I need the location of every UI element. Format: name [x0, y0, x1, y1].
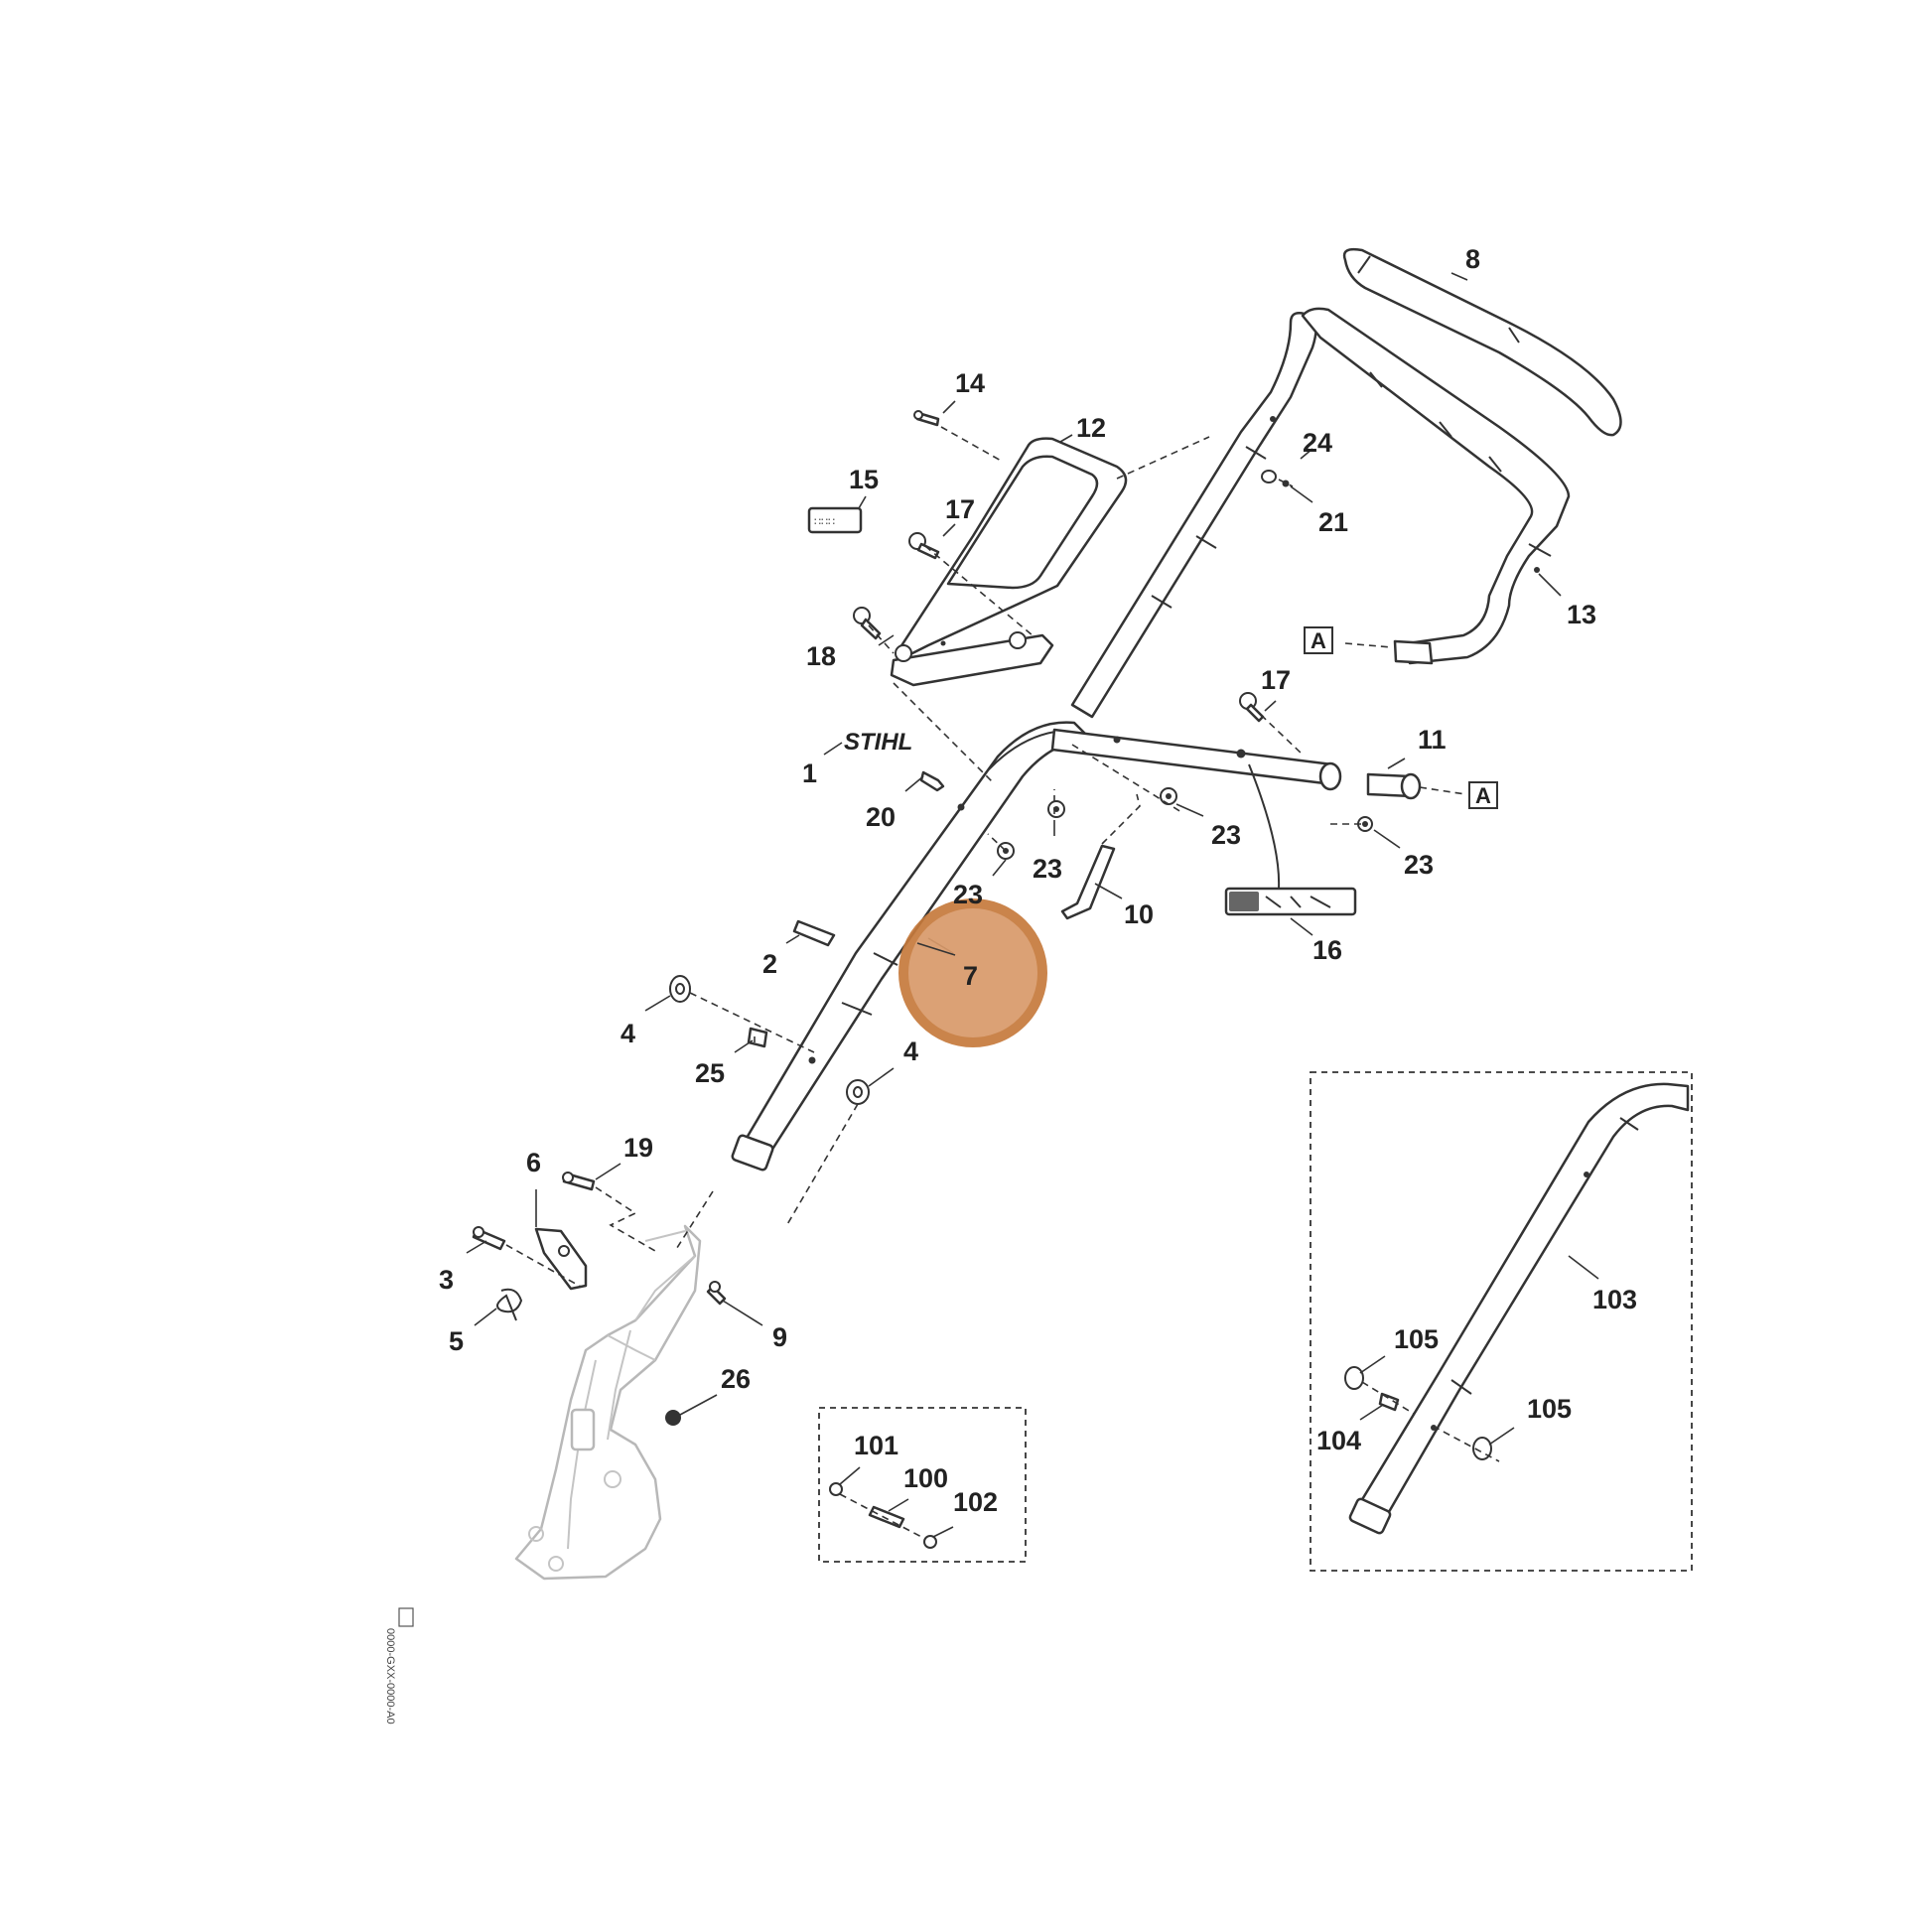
label-23-c[interactable]: 23 [1211, 820, 1241, 850]
label-26[interactable]: 26 [721, 1364, 751, 1394]
label-102[interactable]: 102 [953, 1487, 998, 1517]
stihl-logo: STIHL [844, 729, 912, 756]
drawing-code-box [398, 1607, 414, 1627]
reference-mark-a-right: A [1468, 781, 1498, 809]
part-labels: 8 14 12 24 15 17 21 13 18 17 11 1 20 23 … [439, 244, 1637, 1517]
label-13[interactable]: 13 [1567, 600, 1596, 629]
label-19[interactable]: 19 [623, 1133, 653, 1163]
label-23-d[interactable]: 23 [1404, 850, 1434, 880]
hardware: ∷∷∷ [472, 410, 1492, 1549]
inset-box-handle-103 [1310, 1071, 1693, 1572]
ref-mark-a1-text: A [1311, 628, 1326, 653]
label-10[interactable]: 10 [1124, 899, 1154, 929]
label-4-right[interactable]: 4 [903, 1036, 918, 1066]
inset-box-small [818, 1407, 1027, 1563]
label-101[interactable]: 101 [854, 1431, 898, 1460]
label-2[interactable]: 2 [762, 949, 777, 979]
label-7[interactable]: 7 [963, 961, 978, 991]
label-20[interactable]: 20 [866, 802, 896, 832]
lower-housing [514, 1224, 702, 1581]
label-9[interactable]: 9 [772, 1322, 787, 1352]
label-4-left[interactable]: 4 [621, 1019, 635, 1048]
reference-mark-a-top: A [1304, 626, 1333, 654]
label-12[interactable]: 12 [1076, 413, 1106, 443]
label-17-upper[interactable]: 17 [945, 494, 975, 524]
label-18[interactable]: 18 [806, 641, 836, 671]
label-14[interactable]: 14 [955, 368, 985, 398]
label-5[interactable]: 5 [449, 1326, 464, 1356]
drawing-code: 0000-GXX-0000-A0 [384, 1628, 396, 1725]
label-17-right[interactable]: 17 [1261, 665, 1291, 695]
label-23-b[interactable]: 23 [953, 880, 983, 909]
label-8[interactable]: 8 [1465, 244, 1480, 274]
handle-grip-8 [1342, 247, 1622, 437]
label-3[interactable]: 3 [439, 1265, 454, 1295]
label-100[interactable]: 100 [903, 1463, 948, 1493]
label-24[interactable]: 24 [1303, 428, 1332, 458]
assembly-lines [505, 426, 1500, 1540]
highlight-circle[interactable] [898, 898, 1047, 1047]
handle-upper-frame [1050, 307, 1571, 791]
label-23-a[interactable]: 23 [1033, 854, 1062, 884]
label-25[interactable]: 25 [695, 1058, 725, 1088]
label-104[interactable]: 104 [1316, 1426, 1361, 1455]
label-6[interactable]: 6 [526, 1148, 541, 1177]
cover-12 [890, 437, 1128, 687]
label-1[interactable]: 1 [802, 759, 817, 788]
handle-lower-bar-7 [731, 721, 1092, 1172]
label-105-upper[interactable]: 105 [1394, 1324, 1439, 1354]
leader-lines [466, 272, 1599, 1538]
svg-text:∷∷∷: ∷∷∷ [814, 516, 835, 528]
ref-mark-a2-text: A [1475, 783, 1491, 808]
label-21[interactable]: 21 [1318, 507, 1348, 537]
label-15[interactable]: 15 [849, 465, 879, 494]
label-103[interactable]: 103 [1592, 1285, 1637, 1314]
label-11[interactable]: 11 [1418, 725, 1447, 755]
label-16[interactable]: 16 [1312, 935, 1342, 965]
label-105-lower[interactable]: 105 [1527, 1394, 1572, 1424]
